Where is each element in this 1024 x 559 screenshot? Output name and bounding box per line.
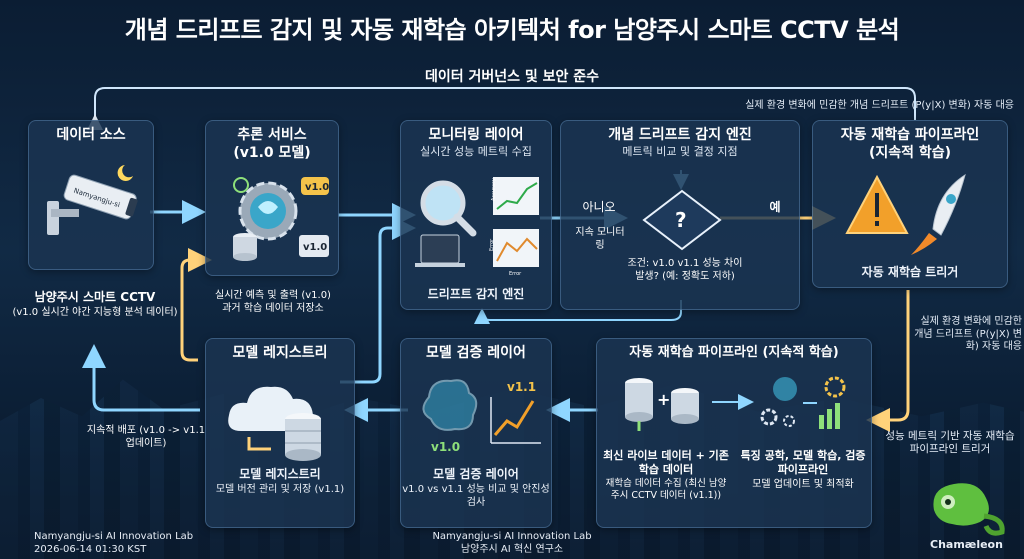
validation-old-version: v1.0	[431, 440, 460, 454]
registry-heading: 모델 레지스트리	[232, 345, 328, 361]
database-merge-icon: +	[625, 378, 699, 431]
footer-center: Namyangju-si AI Innovation Lab 남양주시 AI 혁…	[432, 531, 592, 555]
monitoring-heading: 모니터링 레이어 실시간 성능 메트릭 수집	[420, 127, 532, 158]
inference-heading: 추론 서비스 (v1.0 모델)	[233, 127, 311, 161]
decision-diamond-icon: ?	[642, 189, 722, 251]
retrain-top-heading: 자동 재학습 파이프라인 (지속적 학습)	[840, 127, 980, 161]
drift-heading: 개념 드리프트 감지 엔진 메트릭 비교 및 결정 지점	[608, 127, 752, 158]
gear-training-icon	[760, 376, 846, 429]
validation-caption: 모델 검증 레이어 v1.0 vs v1.1 성능 비교 및 안진성 검사	[402, 467, 550, 508]
gear-brain-icon: v1.0 v1.0	[233, 177, 329, 261]
retrain-top-caption: 자동 재학습 트리거	[861, 265, 959, 279]
magnifier-chart-icon: Accuracy Error Error	[415, 177, 539, 277]
cloud-database-icon	[228, 386, 321, 461]
drift-condition: 조건: v1.0 v1.1 성능 차이 발생? (예: 정확도 저하)	[627, 258, 743, 282]
page-title: 개념 드리프트 감지 및 자동 재학습 아키텍처 for 남양주시 스마트 CC…	[124, 16, 900, 44]
validation-heading: 모델 검증 레이어	[426, 345, 526, 361]
error-axis-label-y: Error	[489, 238, 495, 251]
logo-text: Chamæleon	[930, 538, 1003, 551]
panel-retrain-bottom: 자동 재학습 파이프라인 (지속적 학습) + 최신 라이브 데이터 + 기존 …	[596, 338, 872, 528]
brain-chart-icon: v1.0 v1.1	[422, 379, 541, 454]
arrow-registry-monitoring	[340, 216, 416, 384]
no-label: 아니오	[582, 200, 616, 214]
arrow-deploy-source	[82, 344, 200, 412]
retrain-right-caption: 특징 공학, 모델 학습, 검증 파이프라인 모델 업데이트 및 최적화	[740, 449, 866, 490]
inference-caption: 실시간 예측 및 출력 (v1.0) 과거 학습 데이터 저장소	[215, 290, 331, 314]
panel-retrain-top: 자동 재학습 파이프라인 (지속적 학습) 자동 재학습 트리거	[812, 120, 1008, 288]
svg-text:+: +	[657, 390, 670, 409]
panel-monitoring: 모니터링 레이어 실시간 성능 메트릭 수집 Accuracy Error Er…	[400, 120, 552, 310]
warning-rocket-icon	[845, 173, 966, 255]
monitoring-caption: 드리프트 감지 엔진	[427, 287, 525, 301]
panel-drift-engine: 개념 드리프트 감지 엔진 메트릭 비교 및 결정 지점 ? 조건: v1.0 …	[560, 120, 800, 310]
accuracy-axis-label: Accuracy	[491, 178, 497, 201]
no-note: 지속 모니터링	[575, 227, 625, 251]
right-note: 실제 환경 변화에 민감한 개념 드리프트 (P(y|X) 변화) 자동 대응	[914, 316, 1022, 352]
data-source-heading: 데이터 소스	[56, 127, 126, 143]
arrow-retrain-down	[866, 290, 910, 432]
error-axis-label-x: Error	[509, 271, 522, 277]
cctv-camera-icon: Namyangju-si	[47, 165, 138, 235]
retrain-left-caption: 최신 라이브 데이터 + 기존 학습 데이터 재학습 데이터 수집 (최신 남양…	[603, 449, 729, 501]
governance-label: 데이터 거버넌스 및 보안 준수	[424, 69, 600, 85]
footer-left: Namyangju-si AI Innovation Lab 2026-06-1…	[34, 531, 194, 555]
registry-caption: 모델 레지스트리 모델 버전 관리 및 저장 (v1.1)	[215, 467, 345, 495]
right-note-2: 성능 메트릭 기반 자동 재학습 파이프라인 트리거	[885, 430, 1015, 456]
data-source-caption: 남양주시 스마트 CCTV (v1.0 실시간 야간 지능형 분석 데이터)	[12, 290, 178, 318]
arrow-registry-inference	[180, 248, 212, 362]
yes-label: 예	[769, 200, 781, 214]
panel-registry: 모델 레지스트리 모델 레지스트리 모델 버전 관리 및 저장 (v1.1)	[205, 338, 355, 528]
decision-symbol: ?	[675, 208, 687, 232]
panel-validation: 모델 검증 레이어 v1.0 v1.1 모델 검증 레이어 v1.0 vs v1…	[400, 338, 552, 528]
top-note: 실제 환경 변화에 민감한 개념 드리프트 (P(y|X) 변화) 자동 대응	[745, 100, 1014, 111]
retrain-bottom-heading: 자동 재학습 파이프라인 (지속적 학습)	[629, 345, 839, 360]
panel-inference: 추론 서비스 (v1.0 모델) v1.0 v1.0	[205, 120, 339, 276]
panel-data-source: 데이터 소스 Namyangju-si	[28, 120, 154, 270]
deploy-note: 지속적 배포 (v1.0 -> v1.1 업데이트)	[86, 425, 206, 449]
inference-badge-2: v1.0	[303, 242, 327, 253]
inference-badge-1: v1.0	[305, 182, 329, 193]
arrow-no-loop	[474, 300, 682, 325]
chameleon-logo-icon	[933, 483, 1005, 536]
validation-new-version: v1.1	[507, 380, 536, 394]
governance-loop-arrow	[87, 87, 916, 130]
